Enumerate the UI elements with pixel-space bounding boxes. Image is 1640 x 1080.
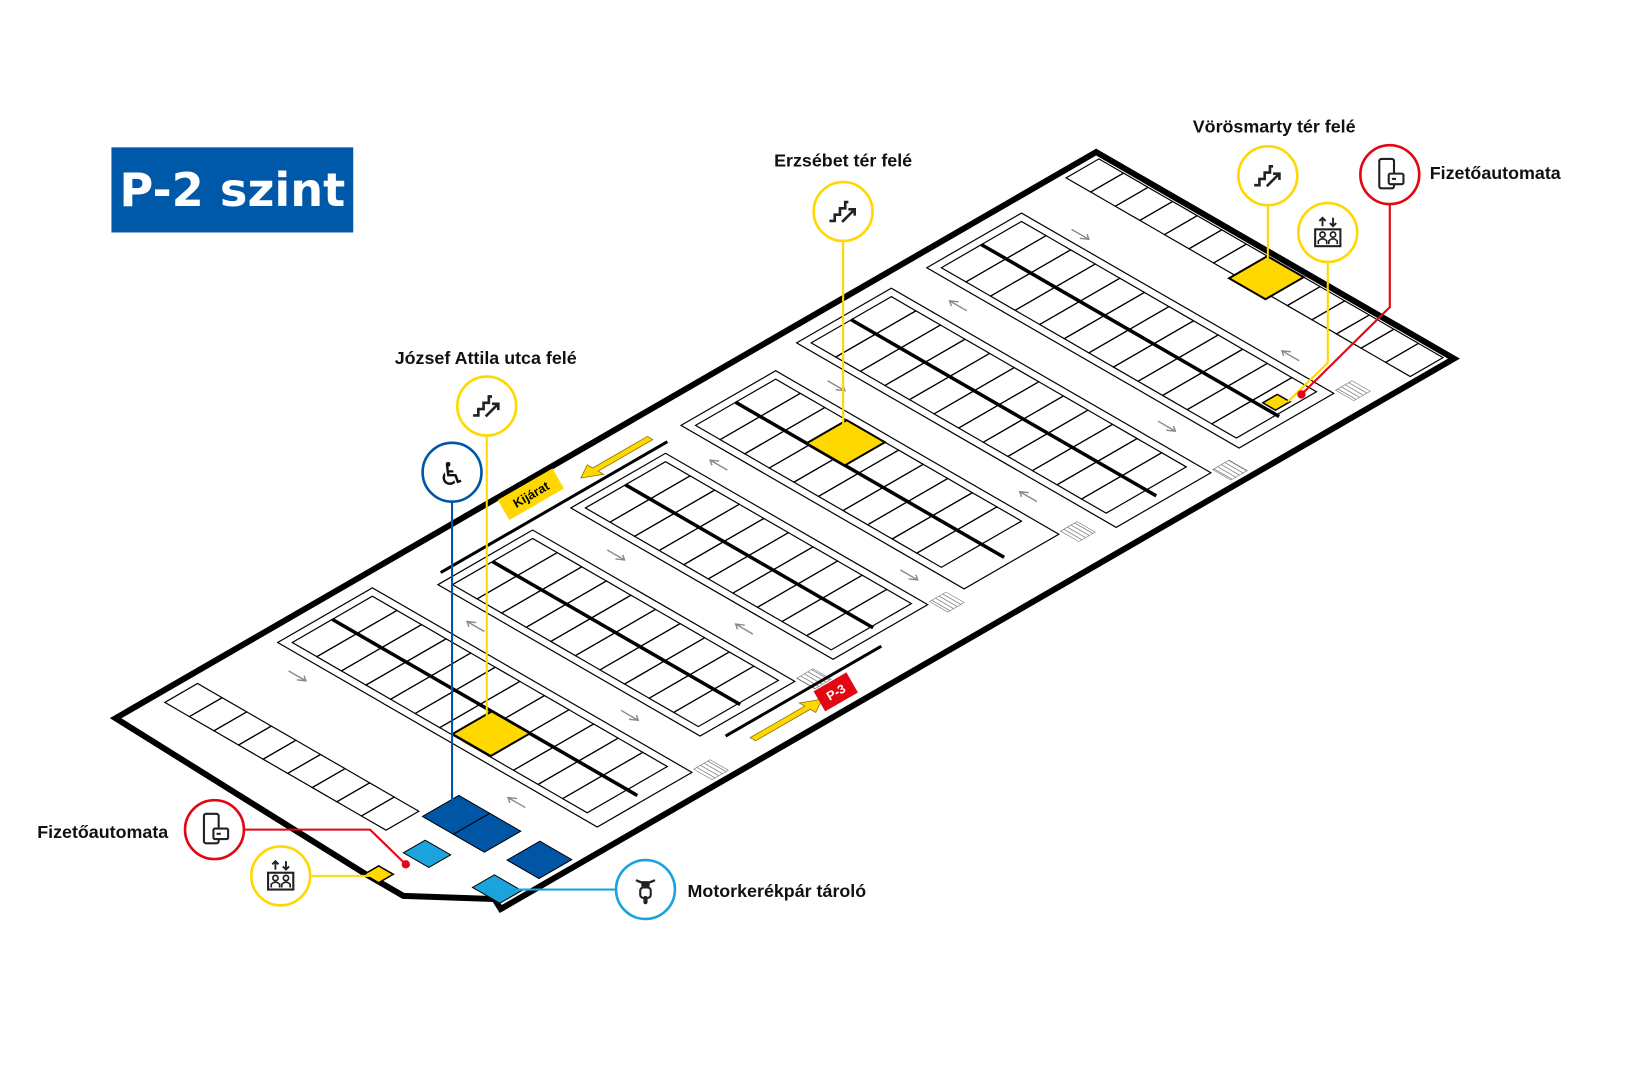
traffic-arrow	[504, 795, 529, 809]
vorosmarty-stairs-callout[interactable]: Vörösmarty tér felé	[1193, 117, 1356, 207]
p3-ramp-badge: P-3	[813, 672, 858, 712]
traffic-arrow	[463, 619, 488, 633]
traffic-arrow	[732, 622, 757, 636]
stairs-icon	[1254, 164, 1281, 188]
payment-machine-icon	[202, 812, 230, 845]
island-center-line	[332, 619, 637, 795]
ramp-direction-arrow	[745, 695, 831, 744]
exit-direction-arrow	[573, 433, 659, 482]
parking-island	[571, 442, 964, 669]
elevator-icon	[1314, 216, 1342, 248]
payment-location-dot	[1297, 390, 1306, 399]
bottom-elevator	[364, 866, 393, 883]
payment-location-dot	[401, 860, 410, 869]
elevator-bottom-callout[interactable]	[249, 845, 312, 907]
traffic-arrow	[946, 299, 971, 313]
traffic-arrow	[617, 708, 642, 722]
payment-machine-icon	[1378, 157, 1405, 190]
island-center-line	[736, 402, 1005, 557]
erzsebet-stairs-label: Erzsébet tér felé	[774, 150, 912, 170]
parking-row	[165, 684, 419, 831]
vorosmarty-elevator	[1263, 394, 1290, 410]
jozsef-stairs-callout[interactable]: József Attila utca felé	[395, 348, 577, 437]
island-center-line	[851, 320, 1156, 496]
parking-stall	[1386, 343, 1443, 376]
motorcycle-stalls	[403, 838, 521, 906]
stairs-icon	[829, 200, 857, 223]
traffic-arrow	[604, 548, 629, 562]
pedestrian-crossing	[1336, 381, 1371, 401]
wheelchair-icon: ♿	[438, 457, 466, 493]
motorcycle-label: Motorkerékpár tároló	[688, 881, 867, 901]
ramp-lane-line	[726, 646, 882, 736]
jozsef-stairs-label: József Attila utca felé	[395, 348, 577, 368]
level-title-badge: P-2 szint	[111, 147, 354, 233]
payment-top-label: Fizetőautomata	[1430, 163, 1562, 183]
island-center-line	[981, 245, 1279, 417]
parking-stall	[361, 797, 418, 830]
pedestrian-crossing	[930, 592, 965, 612]
parking-island	[438, 518, 831, 745]
pedestrian-crossing	[1061, 522, 1096, 542]
traffic-arrow	[285, 669, 310, 683]
parking-island	[278, 576, 729, 836]
island-center-line	[625, 485, 873, 628]
payment-bottom-label: Fizetőautomata	[37, 822, 169, 842]
callout-leaders	[243, 204, 1391, 891]
erzsebet-stairs-callout[interactable]: Erzsébet tér felé	[774, 150, 912, 243]
parking-floor-plan	[105, 152, 1454, 931]
pedestrian-crossing	[1213, 460, 1248, 480]
parking-row	[1066, 159, 1443, 377]
accessible-stalls	[422, 795, 571, 881]
jozsef-stairwell	[452, 711, 529, 756]
exit-lane-line	[441, 442, 668, 573]
island-center-line	[493, 562, 741, 705]
traffic-arrow	[706, 458, 731, 472]
payment-bottom-callout[interactable]: Fizetőautomata	[37, 798, 246, 861]
vorosmarty-stairs-label: Vörösmarty tér felé	[1193, 117, 1356, 137]
stairs-icon	[473, 395, 500, 418]
erzsebet-stairwell	[807, 420, 885, 465]
motorcycle-icon	[635, 879, 656, 905]
vorosmarty-stairwell	[1229, 256, 1304, 299]
level-title: P-2 szint	[119, 163, 345, 217]
parking-island	[927, 201, 1370, 457]
pedestrian-crossing	[797, 669, 832, 689]
traffic-arrow	[1068, 227, 1093, 241]
traffic-arrow	[1016, 490, 1041, 504]
elevator-icon	[267, 859, 295, 891]
parking-island	[797, 277, 1248, 537]
vorosmarty-elevator-callout[interactable]	[1297, 201, 1359, 264]
payment-top-callout[interactable]: Fizetőautomata	[1359, 143, 1562, 206]
traffic-arrow	[897, 568, 922, 582]
traffic-arrow	[1154, 419, 1179, 433]
accessible-callout[interactable]: ♿	[421, 441, 483, 503]
traffic-arrow	[1278, 349, 1303, 363]
pedestrian-crossing	[694, 760, 729, 780]
motorcycle-callout[interactable]: Motorkerékpár tároló	[614, 858, 867, 921]
